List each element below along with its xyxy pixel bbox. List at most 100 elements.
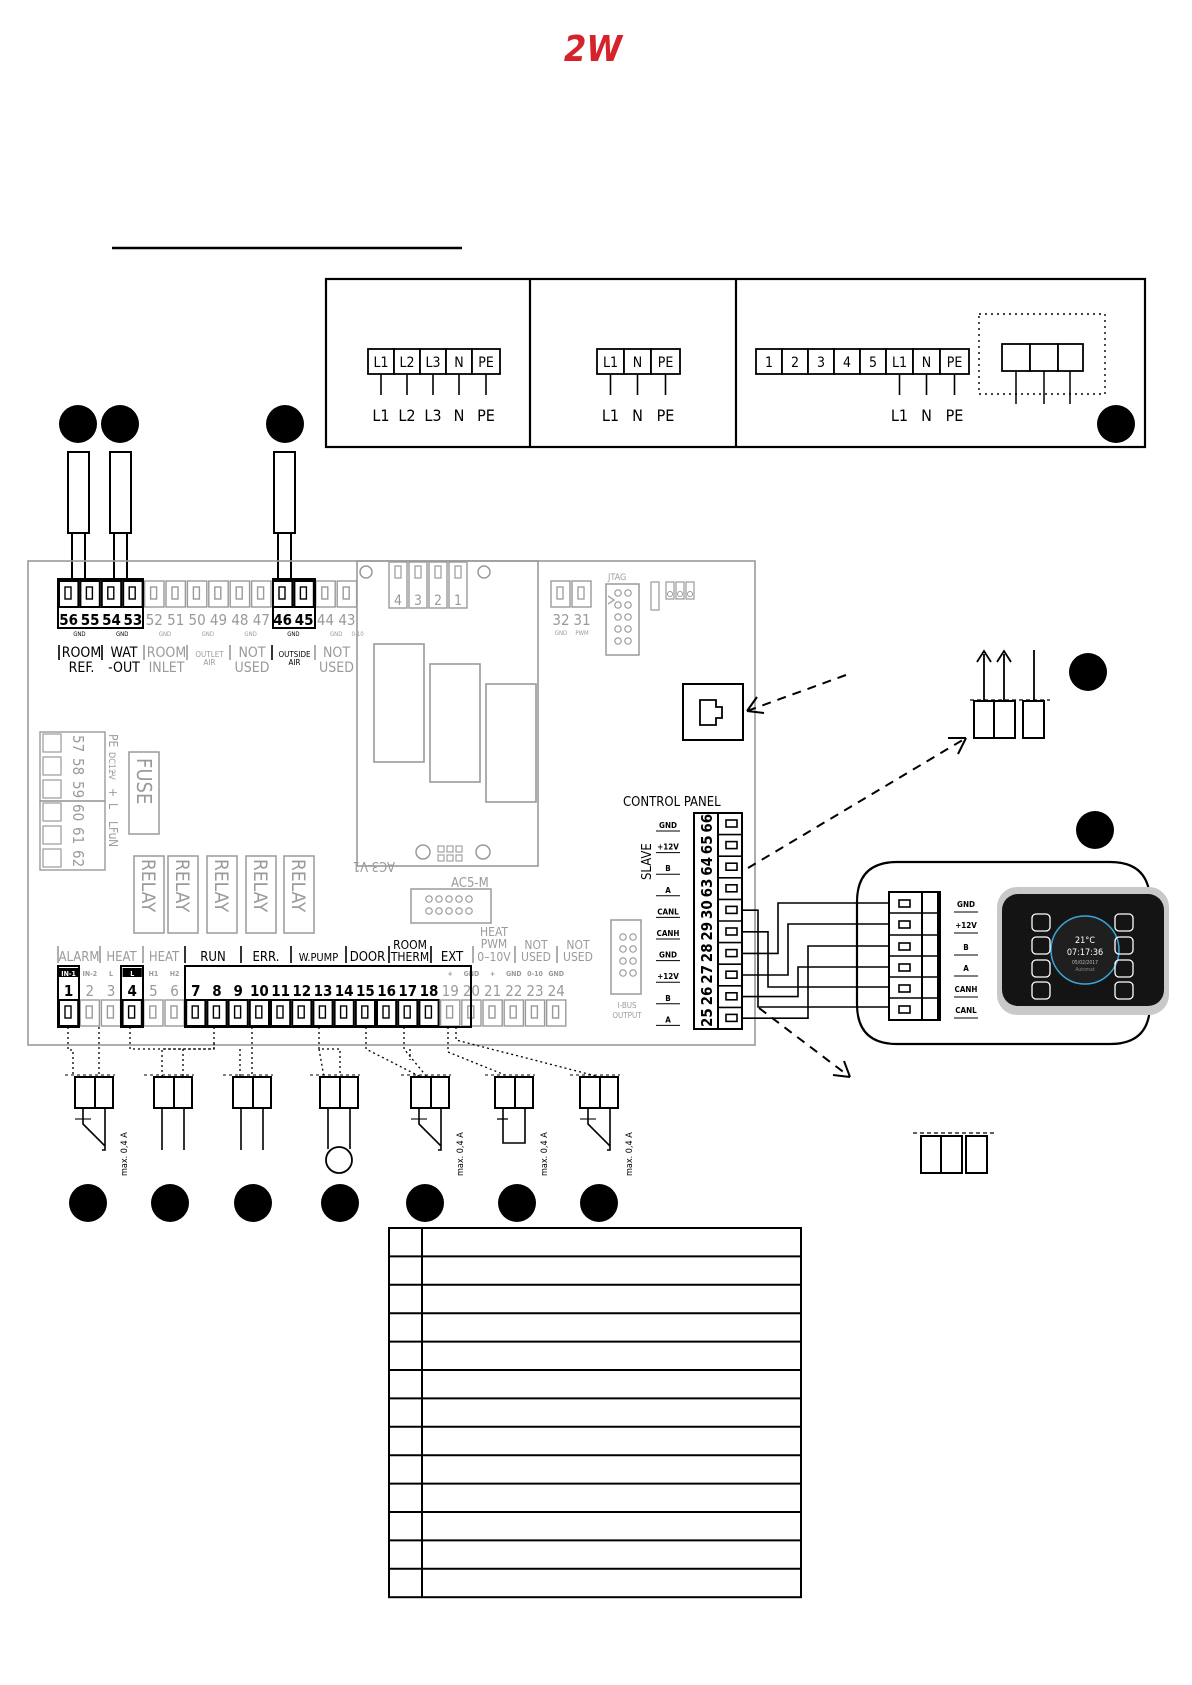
top-terminal-number: 50 xyxy=(189,611,206,629)
dotted-link xyxy=(318,1027,341,1078)
dc-power-label: DC12V xyxy=(106,752,116,780)
bottom-terminal-number: 13 xyxy=(314,982,333,1000)
control-panel-screw xyxy=(725,1013,738,1023)
bottom-terminal-number: 8 xyxy=(212,982,221,1000)
acs-pin xyxy=(455,895,463,903)
aux-terminal-sub: PWM xyxy=(575,630,589,637)
device-screw xyxy=(898,920,911,929)
device-screw xyxy=(898,963,911,972)
heater-terminal-box xyxy=(939,348,970,375)
top-group-label: OUTSIDE xyxy=(278,650,311,659)
bottom-terminal-screw xyxy=(64,1005,72,1019)
top-terminal-number: 44 xyxy=(317,611,334,629)
control-panel-screw xyxy=(725,862,738,872)
top-group-label-2: -OUT xyxy=(108,660,140,676)
dip-switch xyxy=(665,581,675,600)
bottom-group-label: HEAT xyxy=(480,925,508,939)
top-terminal-screw xyxy=(299,586,308,600)
bottom-group-label: NOT xyxy=(566,938,590,952)
bottom-terminal-box xyxy=(524,999,546,1027)
bottom-terminal-number: 24 xyxy=(548,982,565,1000)
bottom-terminal-number: 12 xyxy=(292,982,311,1000)
external-input-terminal xyxy=(579,1076,601,1109)
relay-connector-pin xyxy=(428,561,448,609)
bus-wire xyxy=(742,923,889,976)
bottom-terminal-screw xyxy=(106,1005,115,1019)
relay-label: RELAY xyxy=(249,859,271,913)
acs-connector: AC5-M xyxy=(410,876,492,924)
device-terminal-label: CANH xyxy=(955,985,978,994)
heater-terminal-label: 1 xyxy=(765,355,773,371)
heater-wire-label: PE xyxy=(946,406,964,425)
single-phase-terminal-box xyxy=(650,348,681,375)
callout-dot-heater xyxy=(1097,405,1135,443)
bottom-terminal-sub: + xyxy=(490,970,495,978)
jtag-pin xyxy=(614,613,622,621)
run-output-terminal xyxy=(232,1076,254,1109)
top-terminal-screw xyxy=(149,586,158,600)
callout-dot-bottom-2 xyxy=(151,1184,189,1222)
device-button-icon xyxy=(1114,913,1134,932)
jtag-pin xyxy=(624,589,632,597)
heater-terminal-label: 5 xyxy=(869,355,877,371)
three-phase-wire-label: L1 xyxy=(372,406,389,425)
three-phase-terminal-label: N xyxy=(454,355,463,371)
three-phase-wire-label: L2 xyxy=(398,406,415,425)
bus-wire xyxy=(742,909,889,1008)
door-contact-terminal xyxy=(410,1076,432,1109)
active-terminal-frame xyxy=(120,965,144,1028)
heater-terminal-box xyxy=(807,348,835,375)
bottom-group-label-3: 0–10V xyxy=(477,950,511,964)
relay-connector-screw xyxy=(394,565,402,579)
top-terminal-sub: GND xyxy=(159,631,171,638)
bottom-terminal-number: 4 xyxy=(128,982,137,1000)
mains-power-frame xyxy=(39,800,106,871)
top-group-label-2: INLET xyxy=(149,660,185,676)
relay-connector-pin xyxy=(388,561,408,609)
single-phase-terminal-label: PE xyxy=(658,355,674,371)
three-phase-wire-label: PE xyxy=(477,406,495,425)
bottom-terminal-box xyxy=(439,999,461,1027)
ibus-label-2: OUTPUT xyxy=(612,1011,642,1020)
top-terminal-screw xyxy=(171,586,179,600)
mains-power-screw xyxy=(42,802,62,822)
top-terminal-sub: 0-10 xyxy=(351,631,364,638)
bottom-terminal-screw xyxy=(318,1005,327,1019)
relay-box xyxy=(206,855,238,934)
fuse: FUSE xyxy=(128,751,160,835)
relay-connector-pin xyxy=(448,561,468,609)
top-terminal-box xyxy=(165,580,187,608)
bottom-terminal-box xyxy=(100,999,122,1027)
heat-output-wire xyxy=(161,1108,185,1150)
top-terminal-screw xyxy=(256,586,265,600)
control-panel-label: GND xyxy=(659,951,677,960)
sensor-water-out xyxy=(109,451,132,534)
control-panel-screw xyxy=(725,905,738,915)
dc-power-number: 57 xyxy=(69,735,87,752)
water-pump-terminal xyxy=(319,1076,341,1109)
control-panel-screw xyxy=(725,840,738,850)
dotted-link xyxy=(161,1027,215,1077)
bottom-terminal-sub: 0-10 xyxy=(527,970,543,978)
callout-dot-room-ref xyxy=(59,405,97,443)
dotted-link xyxy=(403,1027,428,1078)
dotted-link xyxy=(129,1027,215,1050)
dotted-link xyxy=(447,1027,511,1078)
control-panel-label: CANL xyxy=(657,907,679,916)
control-panel-label: GND xyxy=(659,821,677,830)
device-screw xyxy=(898,984,911,993)
top-terminal-number: 48 xyxy=(231,611,248,629)
board-id: AC3-V1 xyxy=(353,858,395,873)
bus-wire xyxy=(742,902,889,955)
control-panel-screw xyxy=(725,883,738,893)
device-time: 07:17:36 xyxy=(1067,948,1103,958)
top-group-label: NOT xyxy=(323,645,350,661)
top-terminal-screw xyxy=(107,586,115,600)
acs-pin xyxy=(455,907,463,915)
top-group-label-2: AIR xyxy=(288,658,300,667)
top-terminal-screw xyxy=(85,586,94,600)
dip-knob xyxy=(667,591,673,597)
